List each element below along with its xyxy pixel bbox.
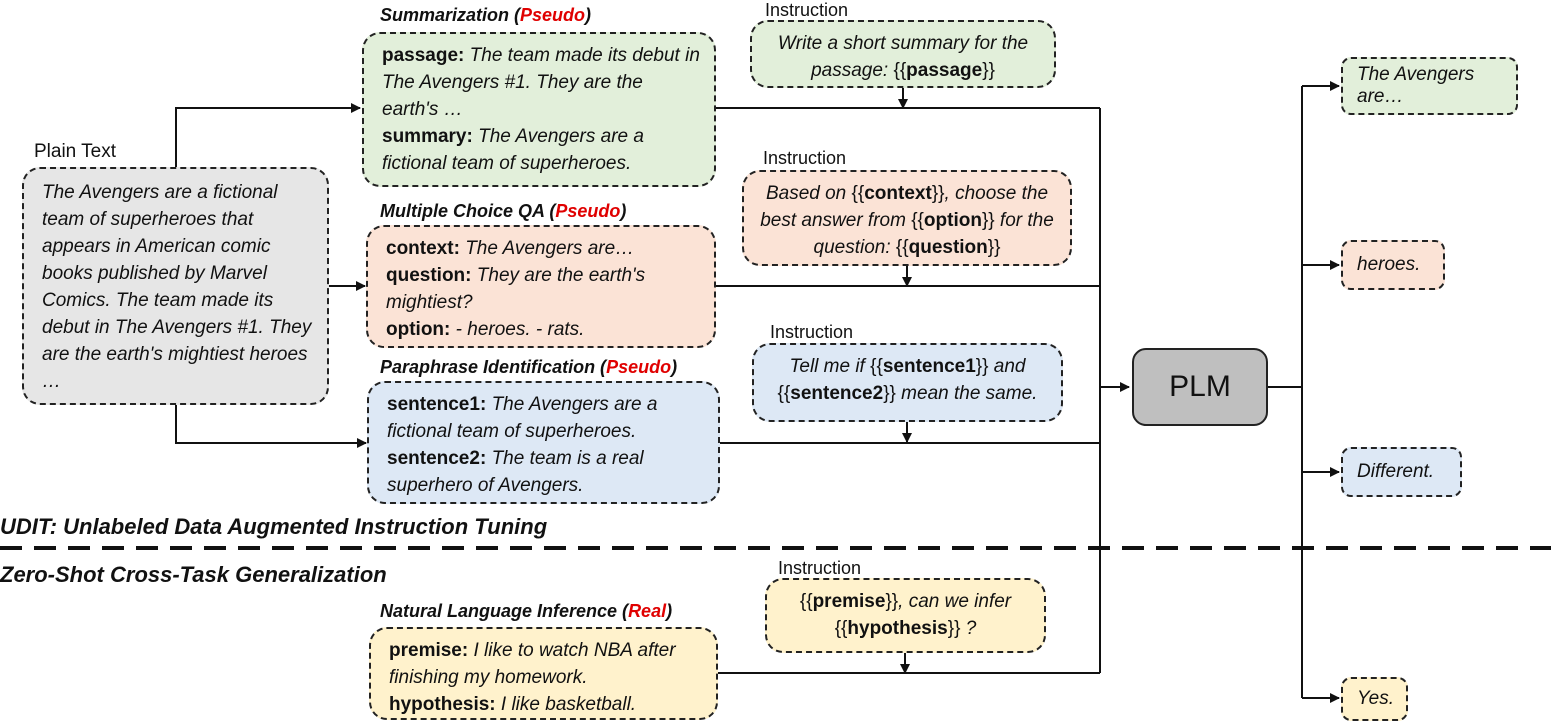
paraphrase-instruction-label: Instruction <box>770 322 854 342</box>
paraphrase-field-sentence1: sentence1: The Avengers are a fictional … <box>387 394 658 442</box>
mcqa-instruction-label: Instruction <box>763 148 847 168</box>
nli-field-hypothesis: hypothesis: I like basketball. <box>389 694 637 715</box>
output-nli: Yes. <box>1341 677 1408 721</box>
plm-label: PLM <box>1169 370 1231 403</box>
mcqa-field-context: context: The Avengers are… <box>386 238 635 259</box>
output-mcqa: heroes. <box>1341 240 1445 290</box>
paraphrase-tag: Pseudo <box>606 357 672 377</box>
summarization-instruction-box: Write a short summary for the passage: {… <box>750 20 1056 88</box>
summarization-title: Summarization (Pseudo) <box>380 5 592 25</box>
mcqa-title: Multiple Choice QA (Pseudo) <box>380 201 627 221</box>
edge-plain-to-paraphrase <box>175 405 367 448</box>
section-title-zero-shot: Zero-Shot Cross-Task Generalization <box>0 562 387 587</box>
nli-box: premise: I like to watch NBA after finis… <box>369 627 718 720</box>
plain-text-content: The Avengers are a fictional team of sup… <box>42 182 312 392</box>
summarization-field-passage: passage: The team made its debut in The … <box>382 45 700 120</box>
summarization-field-summary: summary: The Avengers are a fictional te… <box>382 126 644 174</box>
summarization-instruction-label: Instruction <box>765 0 849 20</box>
nli-field-premise: premise: I like to watch NBA after finis… <box>389 640 676 688</box>
nli-instruction-box: {{premise}}, can we infer {{hypothesis}}… <box>765 578 1046 653</box>
summarization-box: passage: The team made its debut in The … <box>362 32 716 187</box>
paraphrase-box: sentence1: The Avengers are a fictional … <box>367 381 720 504</box>
summarization-tag: Pseudo <box>520 5 586 25</box>
mcqa-tag: Pseudo <box>555 201 621 221</box>
nli-title: Natural Language Inference (Real) <box>380 601 673 621</box>
plain-text-label: Plain Text <box>34 141 117 162</box>
output-summarization: The Avengers are… <box>1341 57 1518 115</box>
plm-node: PLM <box>1132 348 1268 426</box>
mcqa-field-question: question: They are the earth's mightiest… <box>386 265 646 313</box>
section-title-udit: UDIT: Unlabeled Data Augmented Instructi… <box>0 514 548 539</box>
paraphrase-instruction-box: Tell me if {{sentence1}} and {{sentence2… <box>752 343 1063 422</box>
edge-plain-to-summarization <box>175 103 361 167</box>
nli-tag: Real <box>628 601 667 621</box>
plain-text-box: The Avengers are a fictional team of sup… <box>22 167 329 405</box>
paraphrase-title: Paraphrase Identification (Pseudo) <box>380 357 678 377</box>
mcqa-instruction-box: Based on {{context}}, choose the best an… <box>742 170 1072 266</box>
mcqa-box: context: The Avengers are… question: The… <box>366 225 716 348</box>
mcqa-field-option: option: - heroes. - rats. <box>386 319 585 340</box>
output-paraphrase: Different. <box>1341 447 1462 497</box>
paraphrase-field-sentence2: sentence2: The team is a real superhero … <box>387 448 644 496</box>
nli-instruction-label: Instruction <box>778 558 862 578</box>
